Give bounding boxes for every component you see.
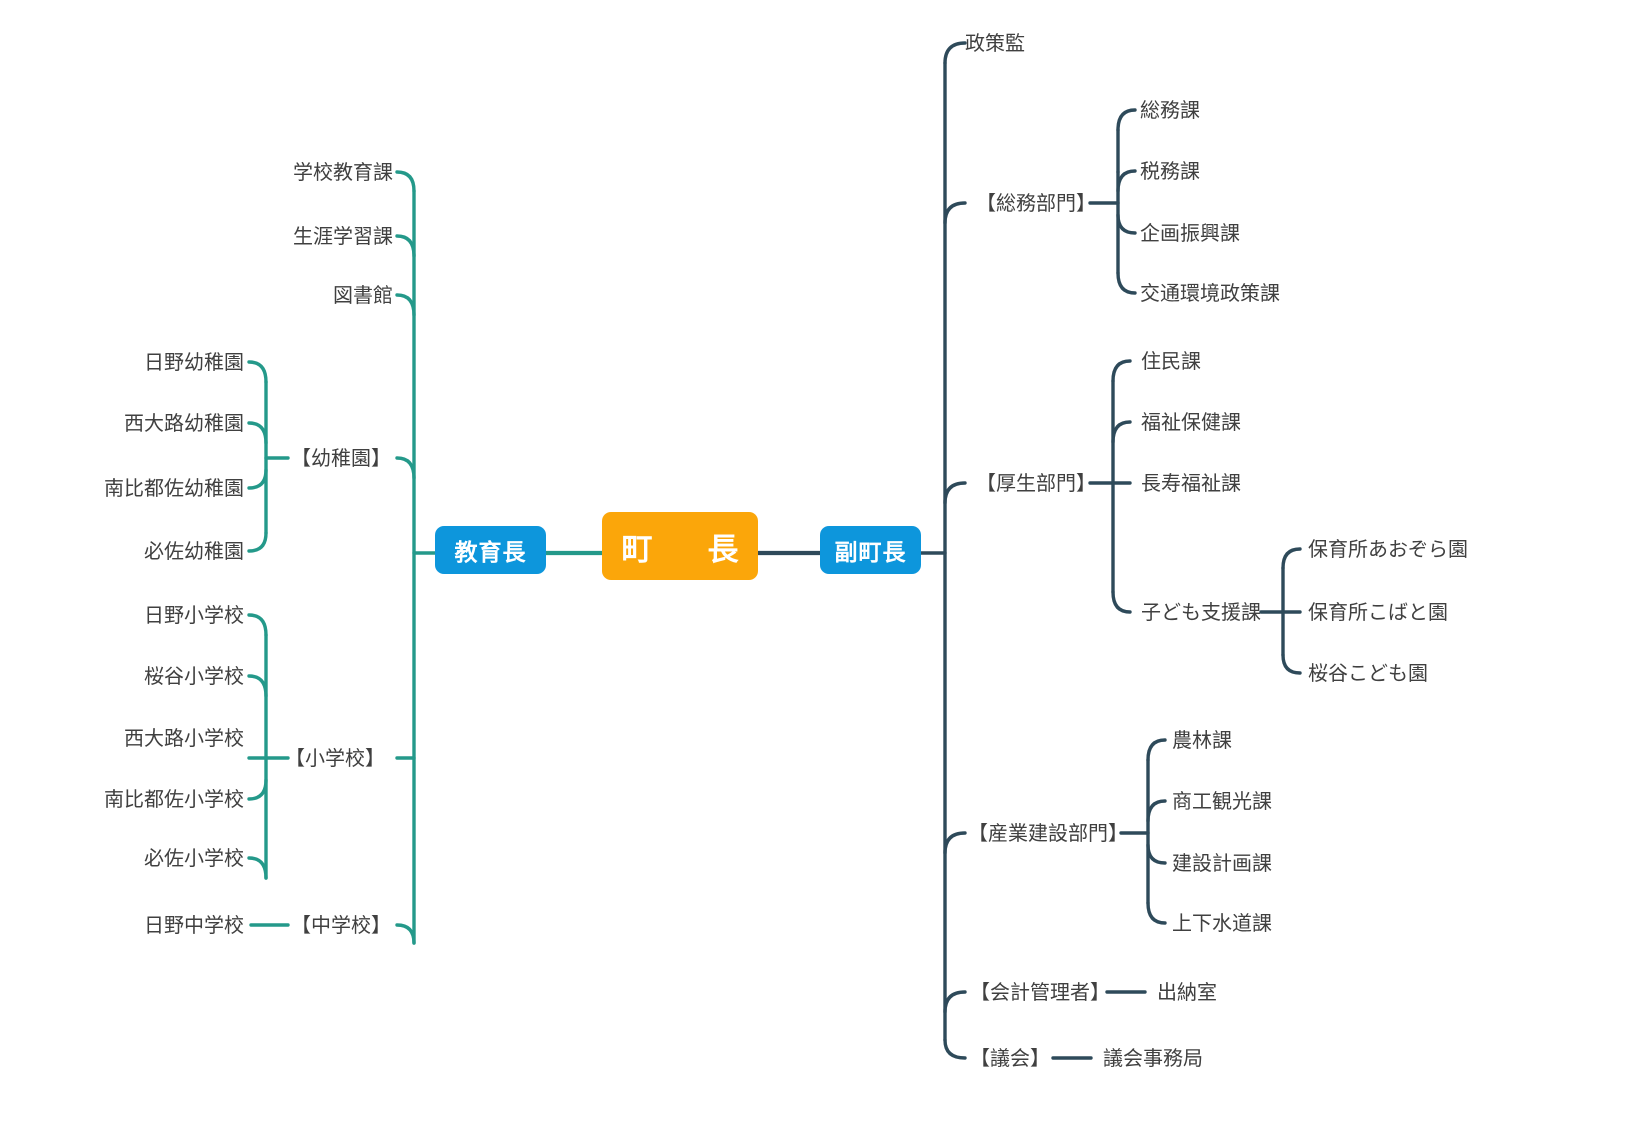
leaf-hoikusho-kobatoen[interactable]: 保育所こばと園 [1308,600,1448,624]
elbow-sakuradani [1281,653,1302,675]
elbow-soumu [943,201,967,225]
elbow-gakkoukyouiku [395,170,416,193]
leaf-hino-kindergarten[interactable]: 日野幼稚園 [144,350,244,374]
elbow-juumin [1111,359,1132,383]
elbow-chuugakkou [395,923,416,945]
elbow-kodomoshien [1111,590,1132,614]
leaf-suitoushitsu[interactable]: 出納室 [1157,980,1217,1004]
leaf-hissa-kindergarten[interactable]: 必佐幼稚園 [144,539,244,563]
leaf-sakuradani-kodomoen[interactable]: 桜谷こども園 [1308,661,1428,685]
branch-library[interactable]: 図書館 [333,283,393,307]
leaf-hoikusho-aozoraen[interactable]: 保育所あおぞら園 [1308,537,1468,561]
leaf-minamihitsusa-kindergarten[interactable]: 南比都佐幼稚園 [104,476,244,500]
branch-elementary-schools[interactable]: 【小学校】 [285,746,385,770]
elbow-minamihitsusa-s [247,778,268,801]
elbow-hino-s [247,613,268,637]
leaf-koutsuu-kankyou-seisakuka[interactable]: 交通環境政策課 [1140,281,1280,305]
leaf-fukushi-hokenka[interactable]: 福祉保健課 [1141,410,1241,434]
branch-welfare[interactable]: 【厚生部門】 [976,471,1096,495]
leaf-hino-elementary[interactable]: 日野小学校 [144,603,244,627]
leaf-hino-junior-high[interactable]: 日野中学校 [144,913,244,937]
leaf-kensetsu-keikakuka[interactable]: 建設計画課 [1172,851,1272,875]
leaf-sakuradani-elementary[interactable]: 桜谷小学校 [144,664,244,688]
elbow-kikaku [1116,213,1137,235]
leaf-chouju-fukushika[interactable]: 長寿福祉課 [1141,471,1241,495]
branch-council[interactable]: 【議会】 [970,1046,1050,1070]
leaf-shoukou-kankouka[interactable]: 商工観光課 [1172,789,1272,813]
leaf-hissa-elementary[interactable]: 必佐小学校 [144,846,244,870]
branch-lifelong-learning-div[interactable]: 生涯学習課 [293,224,393,248]
node-deputy-mayor[interactable]: 副町長 [820,526,921,574]
branch-junior-high-schools[interactable]: 【中学校】 [291,913,391,937]
elbow-youchien [395,456,416,480]
elbow-nishiooji-y [247,421,268,445]
leaf-nishiooji-kindergarten[interactable]: 西大路幼稚園 [124,411,244,435]
elbow-hino-y [247,360,268,384]
leaf-kodomo-shienka[interactable]: 子ども支援課 [1141,600,1261,624]
branch-general-affairs[interactable]: 【総務部門】 [976,191,1096,215]
elbow-kaikei [943,990,967,1014]
elbow-fukushihoken [1111,420,1132,444]
elbow-nourin [1146,738,1167,762]
elbow-aozora [1281,547,1302,570]
branch-industry-construction[interactable]: 【産業建設部門】 [968,821,1128,845]
node-deputy-mayor-label: 副町長 [834,540,907,566]
elbow-seisakukan [943,41,967,65]
branch-accounting-manager[interactable]: 【会計管理者】 [970,980,1110,1004]
leaf-nishiooji-elementary[interactable]: 西大路小学校 [124,726,244,750]
left-connectors [247,170,605,945]
node-root-label: 町 長 [621,531,751,568]
leaf-nourinka[interactable]: 農林課 [1172,728,1232,752]
leaf-soumuka[interactable]: 総務課 [1140,98,1200,122]
elbow-kensetsu [1146,843,1167,865]
node-superintendent[interactable]: 教育長 [435,526,546,574]
elbow-kousei [943,481,967,505]
branch-kindergartens[interactable]: 【幼稚園】 [291,446,391,470]
elbow-shoukou [1146,799,1167,823]
elbow-toshokan [395,293,416,317]
node-root-mayor[interactable]: 町 長 [602,512,758,580]
branch-school-education-div[interactable]: 学校教育課 [293,160,393,184]
elbow-hissa-y [247,531,268,553]
branch-policy-director[interactable]: 政策監 [965,31,1025,55]
elbow-sangyou [943,831,967,855]
elbow-gikai [943,1038,967,1060]
node-superintendent-label: 教育長 [454,540,527,566]
elbow-koutsuu [1116,271,1137,295]
leaf-minamihitsusa-elementary[interactable]: 南比都佐小学校 [104,787,244,811]
elbow-minamihitsusa-y [247,468,268,490]
leaf-zeimuka[interactable]: 税務課 [1140,159,1200,183]
leaf-jouge-suidouka[interactable]: 上下水道課 [1172,911,1272,935]
leaf-kikaku-shinkouka[interactable]: 企画振興課 [1140,221,1240,245]
elbow-zeimuka [1116,169,1137,193]
elbow-sakuradani-s [247,674,268,698]
leaf-gikai-jimukyoku[interactable]: 議会事務局 [1103,1046,1203,1070]
elbow-shougaigakushuu [395,234,416,258]
elbow-soumuka [1116,108,1137,132]
leaf-juuminka[interactable]: 住民課 [1141,349,1201,373]
elbow-hissa-s [247,856,268,880]
elbow-jougesuidou [1146,901,1167,925]
